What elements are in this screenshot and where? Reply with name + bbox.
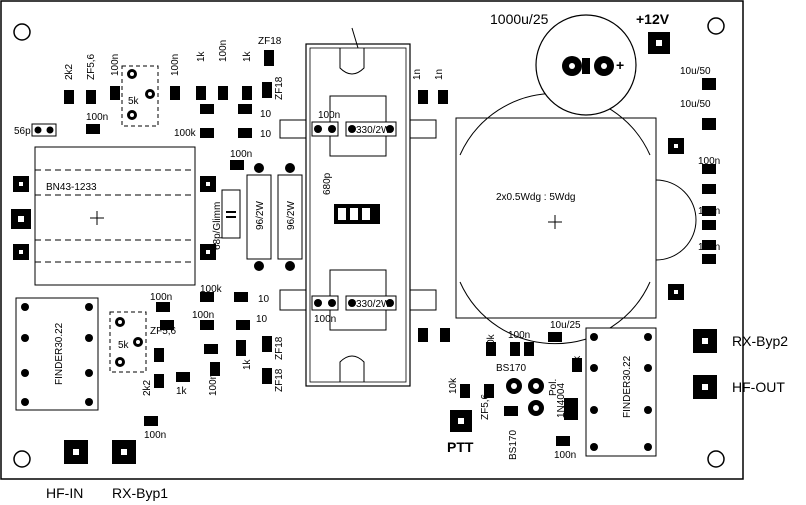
c100n-c-label: 100n <box>218 40 229 62</box>
r1k-c-label: 1k <box>242 358 253 370</box>
core-pads <box>11 176 216 260</box>
r96b-label: 96/2W <box>286 201 297 230</box>
resistor-330-bottom: 330/2W 100n <box>311 295 397 325</box>
elco-plus: + <box>616 57 624 73</box>
r1k-b-label: 1k <box>242 50 253 62</box>
c100n-m-label: 100n <box>698 206 720 217</box>
c100n-h-label: 100n <box>208 374 219 396</box>
c1n-a-label: 1n <box>412 69 423 80</box>
c100n-i-label: 100n <box>144 430 166 441</box>
r47k-label: 47k <box>572 355 583 372</box>
relay-left: FINDER30.22 <box>15 297 99 411</box>
c100n-l-label: 100n <box>698 156 720 167</box>
bs170-group: BS170 BS170 1N4004 Pol. 47k 10k 220k <box>448 333 583 460</box>
c68p-label: 68p/Glimm <box>212 202 223 250</box>
c100n-k-label: 100n <box>554 450 576 461</box>
pot-top-label: 5k <box>128 96 140 107</box>
bn43-core: BN43-1233 <box>34 146 196 286</box>
part-labels: 2k2 ZF5,6 100n 100n 1k 100n 1k ZF18 ZF18… <box>64 36 720 461</box>
c10u50-b-label: 10u/50 <box>680 99 711 110</box>
r10k-label: 10k <box>448 377 459 394</box>
r10-bottom-label: 10 <box>258 294 270 305</box>
resistor-96-pair: 96/2W 96/2W <box>246 163 303 271</box>
r330-top-label: 330/2W <box>356 125 391 136</box>
c10u25-label: 10u/25 <box>550 320 581 331</box>
zf18-bot-b-label: ZF18 <box>274 368 285 392</box>
rx-byp2-label: RX-Byp2 <box>732 333 788 349</box>
c100n-a-label: 100n <box>110 54 121 76</box>
r10-bottom2-label: 10 <box>256 314 268 325</box>
r100k-top-label: 100k <box>174 128 197 139</box>
c56p-label: 56p <box>14 126 31 137</box>
resistor-330-top: 330/2W 100n <box>311 110 397 137</box>
led-pol-label: Pol. <box>548 379 559 396</box>
c100n-n-label: 100n <box>698 242 720 253</box>
zf56-mid-label: ZF5,6 <box>150 326 177 337</box>
c100n-f-label: 100n <box>150 292 172 303</box>
r2k2-top-label: 2k2 <box>64 63 75 80</box>
r96a-label: 96/2W <box>255 201 266 230</box>
c100n-e-label: 100n <box>230 149 252 160</box>
relay-right: FINDER30.22 <box>585 327 657 457</box>
zf56-top-label: ZF5,6 <box>86 53 97 80</box>
cap-68p-glimm: 68p/Glimm <box>212 189 241 250</box>
c680p-label: 680p <box>322 172 333 195</box>
c100n-d-label: 100n <box>86 112 108 123</box>
pot-top: 5k <box>121 65 159 127</box>
zf18-bot-a-label: ZF18 <box>274 336 285 360</box>
zf18-top-b-label: ZF18 <box>274 76 285 100</box>
c100n-b-label: 100n <box>170 54 181 76</box>
pot-bottom: 5k <box>109 311 147 373</box>
connector-pads <box>64 32 717 464</box>
relay-left-label: FINDER30.22 <box>54 322 65 385</box>
relay-right-label: FINDER30.22 <box>622 355 633 418</box>
elco-label: 1000u/25 <box>490 11 549 27</box>
r1k-d-label: 1k <box>176 386 188 397</box>
c100n-bottom-label: 100n <box>314 314 336 325</box>
r100k-bottom-label: 100k <box>200 284 223 295</box>
c100n-j-label: 100n <box>508 330 530 341</box>
smd-parts <box>64 50 716 446</box>
mounting-holes <box>13 17 725 468</box>
pot-bottom-label: 5k <box>118 340 130 351</box>
c1n-b-label: 1n <box>434 69 445 80</box>
heatsink-frame: 680p <box>279 27 437 387</box>
c100n-g-label: 100n <box>192 310 214 321</box>
r220k-label: 220k <box>486 333 497 356</box>
c100n-top-label: 100n <box>318 110 340 121</box>
r330-bottom-label: 330/2W <box>356 299 391 310</box>
core-label: BN43-1233 <box>46 182 97 193</box>
r1k-a-label: 1k <box>196 50 207 62</box>
supply-label: +12V <box>636 11 670 27</box>
hf-out-label: HF-OUT <box>732 379 785 395</box>
rx-byp1-label: RX-Byp1 <box>112 485 168 501</box>
c10u50-a-label: 10u/50 <box>680 66 711 77</box>
toroid-label: 2x0.5Wdg : 5Wdg <box>496 192 575 203</box>
r10-top-label: 10 <box>260 109 272 120</box>
zf56-ptt-label: ZF5,6 <box>480 393 491 420</box>
toroid: 2x0.5Wdg : 5Wdg <box>455 92 697 345</box>
r2k2-bot-label: 2k2 <box>142 379 153 396</box>
ptt-label: PTT <box>447 439 474 455</box>
hf-in-label: HF-IN <box>46 485 83 501</box>
zf18-top-a-label: ZF18 <box>258 36 282 47</box>
cap-56p: 56p <box>14 123 57 137</box>
d1n4004-label: 1N4004 <box>556 383 567 418</box>
r10-top2-label: 10 <box>260 129 272 140</box>
bs170b-label: BS170 <box>508 430 519 460</box>
main-elco: + 1000u/25 <box>490 11 637 116</box>
bs170a-label: BS170 <box>496 363 526 374</box>
